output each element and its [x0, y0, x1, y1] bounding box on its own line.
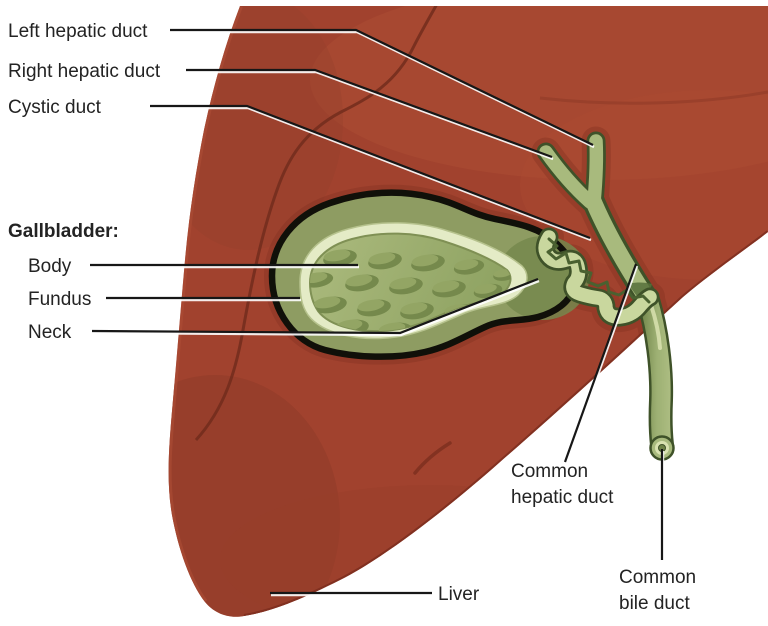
duct-highlight — [649, 303, 662, 350]
liver-surface-crease — [539, 90, 768, 105]
leader-left-hepatic-duct — [170, 28, 594, 146]
liver-edge-dimple — [413, 441, 452, 475]
leader-line-underlays — [91, 30, 665, 597]
label-left-hepatic-duct: Left hepatic duct — [8, 21, 148, 42]
label-neck: Neck — [28, 322, 72, 343]
label-body: Body — [28, 256, 72, 277]
liver-left-rim — [168, 6, 243, 604]
leader-lines — [90, 28, 664, 595]
label-gallbladder-heading: Gallbladder: — [8, 221, 119, 242]
label-fundus: Fundus — [28, 289, 92, 310]
label-cystic-duct: Cystic duct — [8, 97, 101, 118]
leader-cystic-duct — [150, 104, 591, 240]
leader-right-hepatic-duct — [186, 68, 553, 159]
label-liver: Liver — [438, 584, 480, 605]
liver-highlight — [310, 6, 768, 180]
leader-neck — [91, 277, 539, 335]
liver-lobe-crease — [194, 6, 439, 442]
label-common-hepatic-duct: Common hepatic duct — [511, 461, 614, 508]
label-common-bile-duct: Common bile duct — [619, 567, 697, 614]
label-right-hepatic-duct: Right hepatic duct — [8, 61, 161, 82]
leader-common-hepatic-duct — [563, 263, 638, 463]
